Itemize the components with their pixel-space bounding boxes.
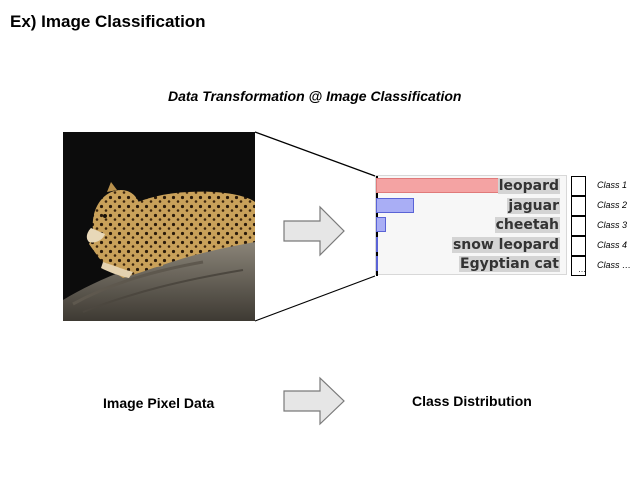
class-box <box>571 216 586 236</box>
class-box <box>571 236 586 256</box>
prediction-label: jaguar <box>507 197 560 214</box>
prediction-label: Egyptian cat <box>459 256 560 273</box>
prediction-bar <box>376 236 378 252</box>
class-label: Class 1 <box>597 180 628 190</box>
class-box <box>571 256 586 276</box>
class-label: Class 3 <box>597 220 628 230</box>
prediction-label: cheetah <box>494 217 560 234</box>
input-caption: Image Pixel Data <box>103 395 215 411</box>
diagram-title: Data Transformation @ Image Classificati… <box>168 88 462 104</box>
connector-bottom-line <box>254 275 376 322</box>
class-label: Class 2 <box>597 200 628 210</box>
class-box <box>571 196 586 216</box>
prediction-label: snow leopard <box>451 236 560 253</box>
prediction-bar <box>376 217 386 233</box>
prediction-bar <box>376 256 378 272</box>
class-label: Class … <box>597 260 632 270</box>
caption-arrow-icon <box>283 376 345 426</box>
slide-title: Ex) Image Classification <box>10 12 206 31</box>
class-ellipsis: … <box>578 265 586 274</box>
connector-top-line <box>254 131 376 177</box>
prediction-bar <box>376 197 414 213</box>
leopard-photo <box>63 132 255 321</box>
class-label: Class 4 <box>597 240 628 250</box>
class-box <box>571 176 586 196</box>
prediction-label: leopard <box>497 178 560 194</box>
output-caption: Class Distribution <box>412 393 532 409</box>
transform-arrow-icon <box>283 205 345 257</box>
